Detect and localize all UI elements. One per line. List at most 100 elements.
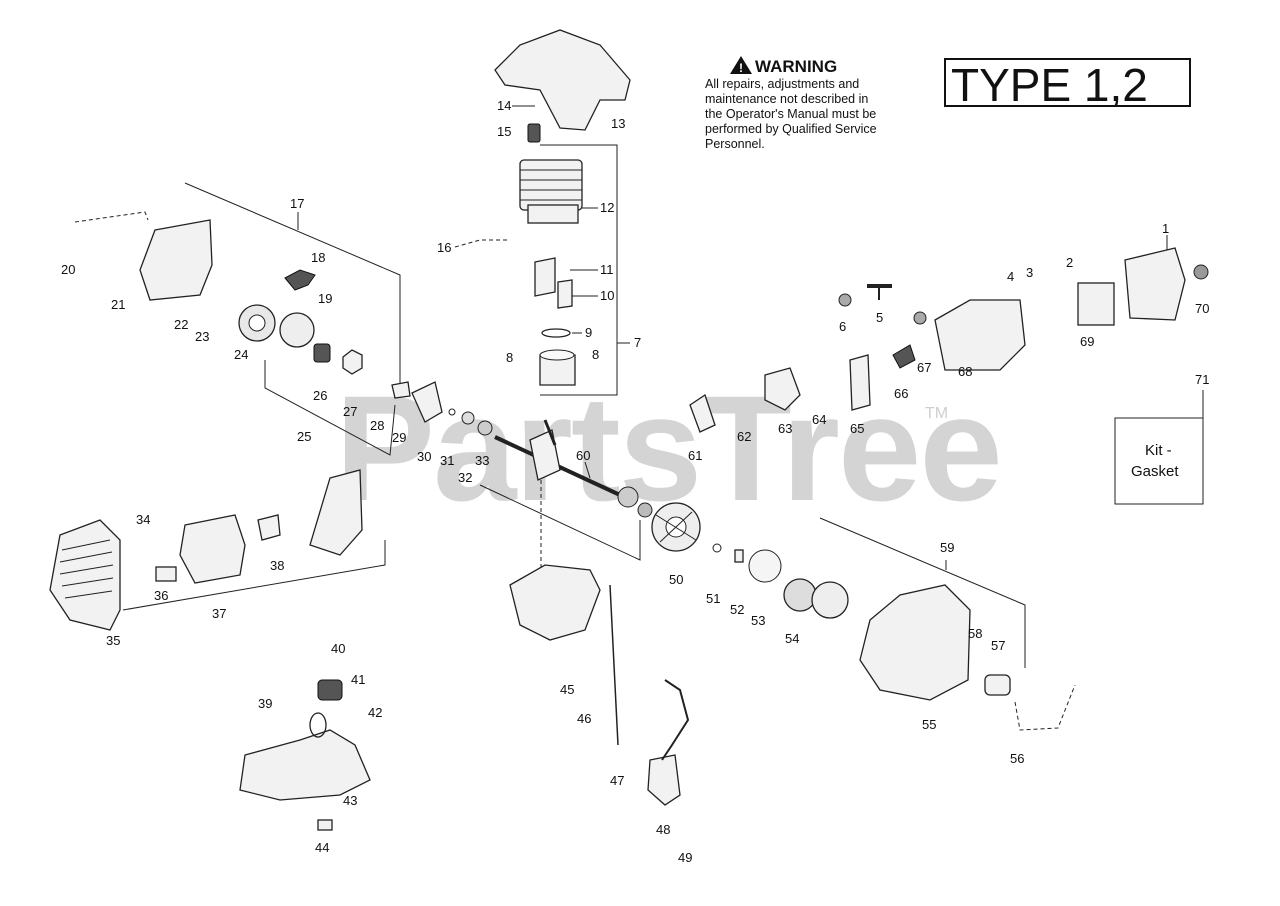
callout-36: 36 xyxy=(154,588,168,603)
air-filter xyxy=(1077,282,1115,326)
starter-handle xyxy=(284,269,316,291)
seal-31 xyxy=(448,408,456,416)
callout-28: 28 xyxy=(370,418,384,433)
heat-insulator xyxy=(689,393,716,433)
callout-7: 7 xyxy=(634,335,641,350)
callout-11: 11 xyxy=(600,262,614,277)
air-filter-cover xyxy=(1124,247,1186,321)
clutch xyxy=(783,578,817,612)
callout-8b: 8 xyxy=(592,347,599,362)
knob-67 xyxy=(913,311,927,325)
flywheel-nut xyxy=(342,349,363,375)
callout-71: 71 xyxy=(1195,372,1209,387)
exhaust-gasket xyxy=(534,257,556,297)
callout-66: 66 xyxy=(894,386,908,401)
callout-65: 65 xyxy=(850,421,864,436)
callout-70: 70 xyxy=(1195,301,1209,316)
clutch-drum xyxy=(811,581,849,619)
fuel-cap xyxy=(317,679,343,701)
type-label-box: TYPE 1,2 xyxy=(944,58,1191,111)
callout-8a: 8 xyxy=(506,350,513,365)
cylinder xyxy=(519,159,583,224)
callout-16: 16 xyxy=(437,240,451,255)
callout-15: 15 xyxy=(497,124,511,139)
callout-42: 42 xyxy=(368,705,382,720)
callout-60: 60 xyxy=(576,448,590,463)
callout-41: 41 xyxy=(351,672,365,687)
callout-24: 24 xyxy=(234,347,248,362)
callout-38: 38 xyxy=(270,558,284,573)
muffler-plate xyxy=(155,566,177,582)
bearing-32 xyxy=(461,411,475,425)
callout-55: 55 xyxy=(922,717,936,732)
callout-56: 56 xyxy=(1010,751,1024,766)
warning-line-4: performed by Qualified Service xyxy=(705,122,877,136)
fuel-cap-gasket xyxy=(309,712,327,738)
callout-23: 23 xyxy=(195,329,209,344)
carburetor xyxy=(764,367,801,411)
callout-59: 59 xyxy=(940,540,954,555)
warning-line-5: Personnel. xyxy=(705,137,765,151)
callout-37: 37 xyxy=(212,606,226,621)
watermark-tm: TM xyxy=(925,405,948,422)
callout-45: 45 xyxy=(560,682,574,697)
type-label: TYPE 1,2 xyxy=(951,59,1148,111)
callout-69: 69 xyxy=(1080,334,1094,349)
crankcase xyxy=(509,564,601,641)
callout-22: 22 xyxy=(174,317,188,332)
callout-2: 2 xyxy=(1066,255,1073,270)
spark-plug xyxy=(527,123,541,143)
muffler-gasket xyxy=(257,514,281,541)
warning-icon xyxy=(730,56,752,74)
warning-block: ! WARNING All repairs, adjustments and m… xyxy=(705,56,877,151)
fuel-filter xyxy=(317,819,333,831)
seal-33 xyxy=(477,420,493,436)
part-5 xyxy=(867,284,892,288)
callout-31: 31 xyxy=(440,453,454,468)
callout-67: 67 xyxy=(917,360,931,375)
cylinder-shroud xyxy=(494,29,631,131)
callout-44: 44 xyxy=(315,840,329,855)
callout-49: 49 xyxy=(678,850,692,865)
crank-bearing xyxy=(617,486,639,508)
flywheel xyxy=(651,502,701,552)
callout-29: 29 xyxy=(392,430,406,445)
callout-61: 61 xyxy=(688,448,702,463)
callout-54: 54 xyxy=(785,631,799,646)
callout-5: 5 xyxy=(876,310,883,325)
callout-10: 10 xyxy=(600,288,614,303)
heat-shield xyxy=(309,469,363,556)
callout-50: 50 xyxy=(669,572,683,587)
callout-43: 43 xyxy=(343,793,357,808)
callout-40: 40 xyxy=(331,641,345,656)
callout-48: 48 xyxy=(656,822,670,837)
callout-1: 1 xyxy=(1162,221,1169,236)
callout-27: 27 xyxy=(343,404,357,419)
callout-46: 46 xyxy=(577,711,591,726)
starter-spring xyxy=(313,343,331,363)
callout-20: 20 xyxy=(61,262,75,277)
callout-17: 17 xyxy=(290,196,304,211)
callout-64: 64 xyxy=(812,412,826,427)
callout-13: 13 xyxy=(611,116,625,131)
callout-39: 39 xyxy=(258,696,272,711)
parts xyxy=(49,29,1209,831)
callouts: 1 2 3 4 5 6 7 8 8 9 10 11 12 13 14 15 16… xyxy=(61,98,1209,865)
callout-30: 30 xyxy=(417,449,431,464)
callout-9: 9 xyxy=(585,325,592,340)
callout-58: 58 xyxy=(968,626,982,641)
warning-line-3: the Operator's Manual must be xyxy=(705,107,876,121)
callout-68: 68 xyxy=(958,364,972,379)
callout-34: 34 xyxy=(136,512,150,527)
muffler xyxy=(179,514,246,584)
spark-plug-wire xyxy=(661,679,690,761)
callout-51: 51 xyxy=(706,591,720,606)
callout-3: 3 xyxy=(1026,265,1033,280)
callout-4: 4 xyxy=(1007,269,1014,284)
spacer-52 xyxy=(734,549,744,563)
bracket-lines xyxy=(74,105,1168,731)
throttle-lever xyxy=(892,344,916,369)
callout-25: 25 xyxy=(297,429,311,444)
callout-26: 26 xyxy=(313,388,327,403)
